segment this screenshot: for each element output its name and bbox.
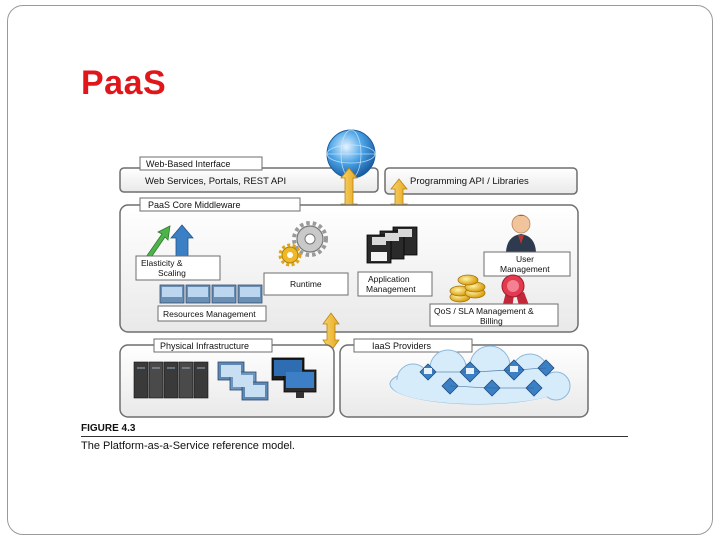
arrow-web-to-core <box>340 167 358 215</box>
programming-api-layer: Programming API / Libraries <box>384 167 578 195</box>
resources-management-label: Resources Management <box>163 309 256 319</box>
runtime-label: Runtime <box>290 279 322 289</box>
user-icon <box>506 214 536 252</box>
figure-caption-heading: FIGURE 4.3 <box>81 423 136 434</box>
gears-icon <box>278 221 328 267</box>
servers-icon <box>159 284 263 304</box>
user-management-label: User Management <box>500 254 550 274</box>
programming-api-content: Programming API / Libraries <box>410 176 529 187</box>
slide-frame: PaaS Web-Based Int <box>7 5 713 535</box>
web-interface-label: Web-Based Interface <box>146 159 230 169</box>
resources-management-box: Resources Management <box>157 305 267 322</box>
elasticity-icon <box>145 224 194 260</box>
caption-divider <box>81 436 628 437</box>
coins-icon <box>449 274 486 303</box>
server-racks-icon <box>133 361 209 399</box>
qos-label: QoS / SLA Management & Billing <box>434 306 536 326</box>
physical-infrastructure-label: Physical Infrastructure <box>160 341 249 351</box>
web-interface-content: Web Services, Portals, REST API <box>145 176 286 187</box>
cloud-nodes-icon <box>419 359 555 397</box>
iaas-providers-label: IaaS Providers <box>372 341 432 351</box>
figure-caption-text: The Platform-as-a-Service reference mode… <box>81 440 295 452</box>
qos-box: QoS / SLA Management & Billing <box>429 303 559 327</box>
arrow-core-to-infrastructure <box>322 312 340 352</box>
application-management-box: Application Management <box>357 271 433 297</box>
cloud-icon <box>389 345 571 405</box>
elasticity-label: Elasticity & Scaling <box>141 258 186 278</box>
application-management-label: Application Management <box>366 274 416 294</box>
slide-title: PaaS <box>81 64 167 102</box>
elasticity-box: Elasticity & Scaling <box>135 255 221 281</box>
paas-reference-diagram: Web-Based Interface Web Services, Portal… <box>119 129 589 418</box>
floppy-disks-icon <box>366 226 418 264</box>
monitors-icon <box>271 357 317 398</box>
workstations-icon <box>217 361 269 401</box>
user-management-box: User Management <box>483 251 571 277</box>
web-interface-layer: Web-Based Interface Web Services, Portal… <box>119 156 379 193</box>
core-middleware-label: PaaS Core Middleware <box>148 200 241 210</box>
runtime-box: Runtime <box>263 272 349 296</box>
